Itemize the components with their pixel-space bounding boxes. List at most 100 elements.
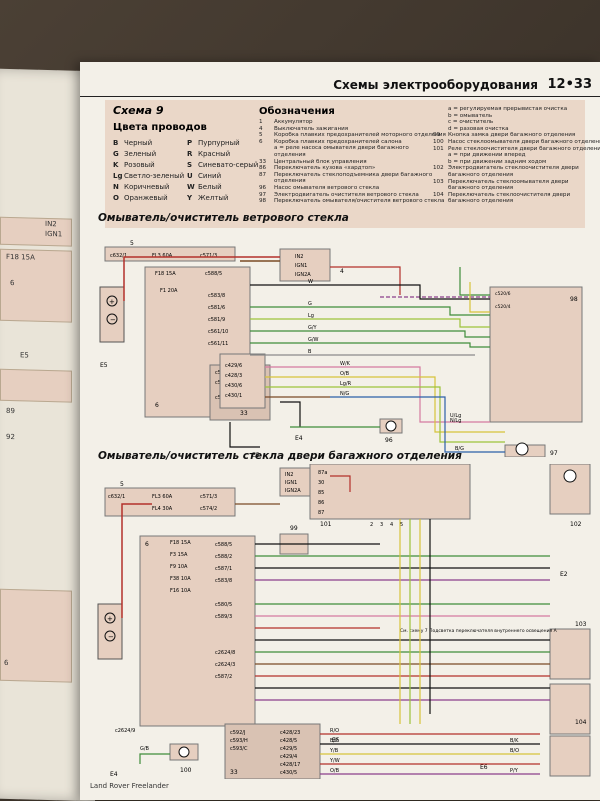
svg-text:102: 102 (570, 521, 582, 528)
ignition-switch-box (279, 248, 331, 282)
battery-plus-icon (106, 295, 118, 307)
svg-text:33: 33 (230, 769, 238, 776)
item-code: 33 (259, 158, 267, 165)
svg-text:86: 86 (318, 500, 324, 506)
switch-block-lower (549, 735, 591, 777)
svg-text:F18 15A: F18 15A (170, 540, 191, 546)
svg-text:99: 99 (290, 525, 298, 532)
svg-text:−: − (108, 633, 114, 641)
item-text: Белый (198, 183, 222, 191)
svg-text:c588/5: c588/5 (215, 542, 232, 548)
schema-title: Схема 9 (113, 104, 164, 117)
label-b5: 5 (130, 240, 134, 247)
item-code: 97 (259, 191, 267, 198)
item-text: Переключатель стеклоомывателя двери (448, 178, 569, 185)
svg-text:G/W: G/W (308, 337, 319, 343)
page-title: Схемы электрооборудования (333, 78, 538, 92)
tailgate-wiper-switch-104 (549, 683, 591, 735)
svg-text:98: 98 (570, 296, 578, 303)
obo2-item: a = при движении вперед (433, 152, 600, 159)
svg-text:F1 20A: F1 20A (160, 288, 178, 294)
item-code: Y (187, 194, 193, 202)
item-text: Электродвигатель стеклоочистителя двери (448, 165, 579, 172)
pump-icon (385, 420, 397, 432)
item-text: d = разовая очистка (448, 125, 509, 132)
left-number-6b: 6 (4, 658, 9, 667)
item-code: G (113, 150, 119, 158)
svg-text:c2624/3: c2624/3 (215, 662, 235, 668)
item-text: отделения (274, 178, 306, 185)
item-code: 99 (433, 132, 441, 139)
svg-text:N/G: N/G (340, 391, 349, 397)
svg-text:c430/1: c430/1 (225, 393, 242, 399)
item-text: багажного отделения (448, 171, 514, 178)
svg-text:c632/1: c632/1 (108, 494, 125, 500)
svg-text:100: 100 (180, 767, 192, 774)
item-code: U (187, 172, 193, 180)
svg-text:c588/5: c588/5 (205, 271, 222, 277)
svg-text:IGN1: IGN1 (295, 263, 307, 269)
item-text: Синевато-серый (198, 161, 259, 169)
motor-icon (515, 442, 529, 456)
item-code: 102 (433, 165, 444, 172)
svg-text:c2624/8: c2624/8 (215, 650, 235, 656)
item-text: Синий (198, 172, 222, 180)
svg-text:97: 97 (550, 450, 558, 457)
svg-text:F3 15A: F3 15A (170, 552, 188, 558)
item-text: Реле стеклоочистителя двери багажного от… (448, 145, 600, 152)
svg-text:33: 33 (240, 410, 248, 417)
item-text: Кнопка замка двери багажного отделения (448, 132, 576, 139)
left-box-bottom (0, 588, 72, 683)
svg-text:F18 15A: F18 15A (155, 271, 176, 277)
svg-text:B: B (308, 349, 312, 355)
svg-text:5: 5 (120, 481, 124, 488)
svg-text:W: W (308, 279, 313, 285)
item-text: багажного отделения (448, 185, 514, 192)
left-box-89 (0, 368, 72, 403)
svg-text:R/O: R/O (330, 728, 339, 734)
svg-text:c587/1: c587/1 (215, 566, 232, 572)
left-label-89: 89 (6, 406, 15, 416)
svg-text:104: 104 (575, 719, 587, 726)
obo1-item: отделения (259, 152, 446, 159)
diagram2-tailgate-wiper: IN2 IGN1 IGN2A 4 5 c632/1 FL3 60A FL4 30… (97, 464, 591, 779)
obo2-item: 99 Кнопка замка двери багажного отделения (433, 132, 600, 139)
svg-text:Y/W: Y/W (329, 758, 340, 764)
item-code: 98 (259, 198, 267, 205)
svg-text:IN2: IN2 (285, 472, 293, 478)
svg-text:W/K: W/K (340, 361, 351, 367)
item-code: 5 (259, 132, 263, 139)
svg-text:c632/1: c632/1 (110, 253, 127, 259)
svg-text:6: 6 (145, 541, 149, 548)
svg-text:Lg: Lg (308, 313, 314, 319)
svg-text:B/O: B/O (510, 748, 519, 754)
svg-text:N/Lg: N/Lg (450, 418, 461, 424)
svg-text:101: 101 (320, 521, 332, 528)
item-code: 1 (259, 119, 263, 125)
svg-text:G/Y: G/Y (308, 325, 318, 331)
svg-text:c592/J: c592/J (230, 730, 245, 736)
item-text: а = реле насоса омывателя двери багажног… (274, 145, 409, 152)
item-code: 103 (433, 178, 444, 185)
svg-text:c581/6: c581/6 (208, 305, 225, 311)
item-code: Lg (113, 172, 123, 180)
svg-text:F9 10A: F9 10A (170, 564, 188, 570)
svg-text:Lg/R: Lg/R (340, 381, 352, 387)
page-header: Схемы электрооборудования 12•33 (80, 72, 600, 97)
left-label-in2: IN2 (45, 219, 57, 229)
obo2-item: 102 Электродвигатель стеклоочистителя две… (433, 165, 600, 172)
svg-text:+: + (109, 298, 115, 306)
